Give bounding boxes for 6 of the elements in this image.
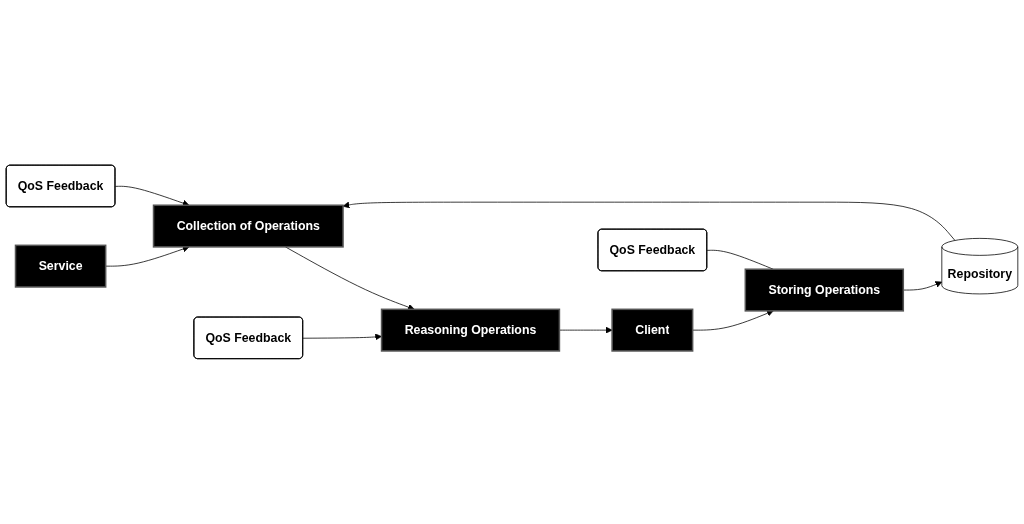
node-box: Client	[611, 308, 694, 352]
node-box: Reasoning Operations	[380, 308, 561, 352]
connector	[706, 249, 774, 270]
node-box: Storing Operations	[744, 268, 905, 312]
node-box: Service	[14, 244, 107, 288]
node-box: Collection of Operations	[152, 204, 344, 248]
